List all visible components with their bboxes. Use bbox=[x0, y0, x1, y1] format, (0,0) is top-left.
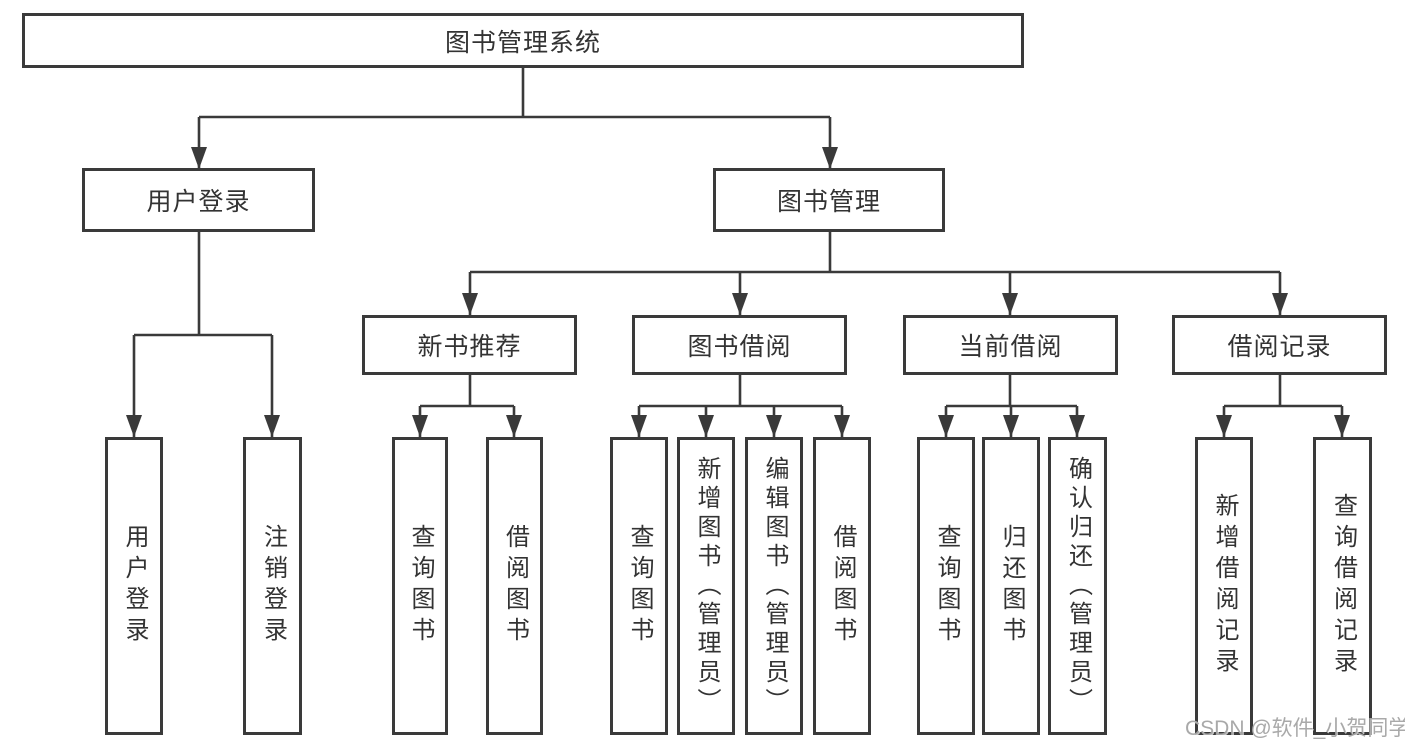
leaf-logout: 注销登录 bbox=[243, 437, 302, 735]
leaf-cb-query-books: 查询图书 bbox=[917, 437, 975, 735]
connector-segments bbox=[132, 68, 1344, 437]
leaf-user-login: 用户登录 bbox=[105, 437, 163, 735]
leaf-bb-edit-books-admin: 编辑图书（管理员） bbox=[745, 437, 803, 735]
node-root-system: 图书管理系统 bbox=[22, 13, 1024, 68]
leaf-bb-add-books-admin: 新增图书（管理员） bbox=[677, 437, 735, 735]
node-book-borrowing: 图书借阅 bbox=[632, 315, 847, 375]
leaf-nb-borrow-books: 借阅图书 bbox=[486, 437, 543, 735]
csdn-watermark: CSDN @软件_小贺同学 bbox=[1185, 717, 1405, 740]
leaf-br-query-record: 查询借阅记录 bbox=[1313, 437, 1372, 735]
node-current-borrowing: 当前借阅 bbox=[903, 315, 1118, 375]
node-user-login: 用户登录 bbox=[82, 168, 315, 232]
leaf-bb-query-books: 查询图书 bbox=[610, 437, 668, 735]
leaf-nb-query-books: 查询图书 bbox=[392, 437, 448, 735]
leaf-cb-confirm-return-admin: 确认归还（管理员） bbox=[1048, 437, 1107, 735]
leaf-bb-borrow-books: 借阅图书 bbox=[813, 437, 871, 735]
leaf-br-add-record: 新增借阅记录 bbox=[1195, 437, 1253, 735]
node-borrowing-records: 借阅记录 bbox=[1172, 315, 1387, 375]
node-book-management: 图书管理 bbox=[713, 168, 945, 232]
node-new-book-recommend: 新书推荐 bbox=[362, 315, 577, 375]
leaf-cb-return-books: 归还图书 bbox=[982, 437, 1040, 735]
